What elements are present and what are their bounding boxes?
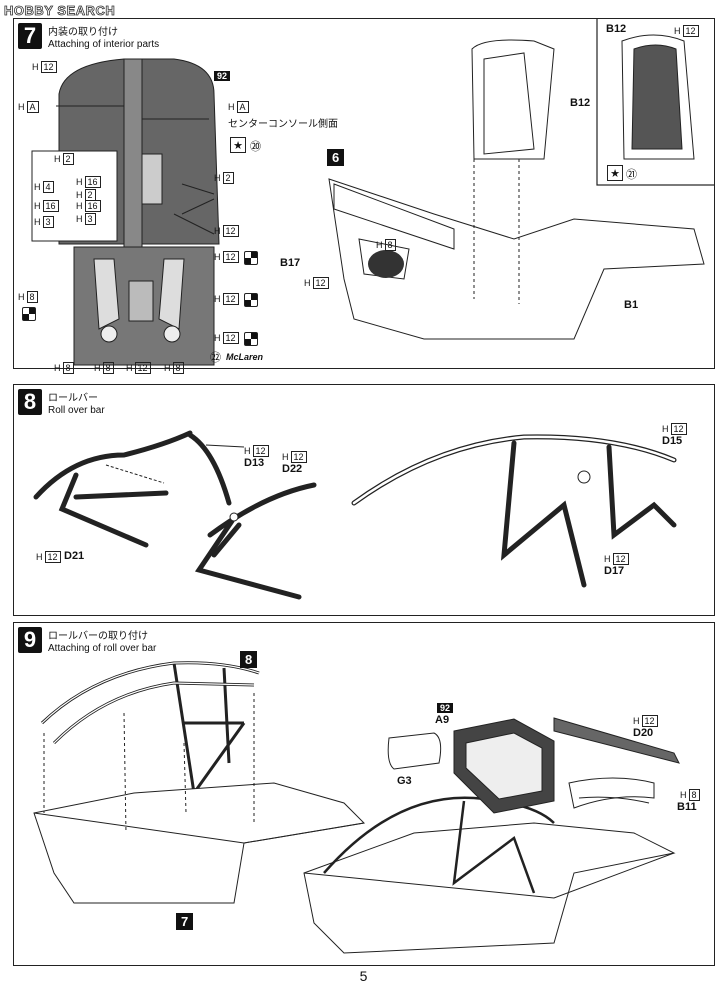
mclaren-logo: McLaren [226,352,264,362]
step-7-panel: 7 内装の取り付け Attaching of interior parts 92 [13,18,715,374]
label-d22: D22 [282,463,303,475]
step-title-en: Roll over bar [48,405,105,416]
step-title-jp: ロールバー [48,393,98,404]
label-g3: G3 [397,775,412,787]
label-b1: B1 [624,299,639,311]
label-d20: D20 [633,727,654,739]
step-9-panel: 9 ロールバーの取り付け Attaching of roll over bar [13,622,715,966]
paint-icon [244,293,258,307]
ref-step-8: 8 [240,651,258,668]
label-b12: B12 [570,97,591,109]
interior-parts-drawing [31,19,714,366]
paint-icon [244,332,258,346]
step-title-en: Attaching of roll over bar [48,643,157,654]
label-d17: D17 [604,565,625,577]
paint-ref-22: ㉒ [210,352,221,364]
paint-icon [244,251,258,265]
ref-step-6: 6 [327,149,345,166]
step-number: 8 [18,389,42,415]
roll-bar-attach-drawing [33,661,680,954]
center-console-note: センターコンソール側面 [228,119,338,130]
step-title-jp: 内装の取り付け [48,27,118,38]
label-b11: B11 [677,801,697,813]
roll-bar-parts-drawing [33,430,677,600]
label-b17: B17 [280,257,301,269]
paint-star-icon: ★ [607,165,623,181]
paint-icon [22,307,36,321]
step-number: 7 [18,23,42,49]
inset-label-b12: B12 [606,23,627,35]
ref-92: 92 [437,703,454,713]
step-title-jp: ロールバーの取り付け [48,631,148,642]
paint-star-icon: ★ [230,137,246,153]
watermark: HOBBY SEARCH [4,3,116,19]
page-number: 5 [359,968,368,984]
label-d21: D21 [64,550,85,562]
label-a9: A9 [435,714,450,726]
ref-92: 92 [214,71,231,81]
label-d15: D15 [662,435,683,447]
paint-ref-20: ⑳ [250,141,261,153]
label-d13: D13 [244,457,265,469]
step-number: 9 [18,627,42,653]
step-title-en: Attaching of interior parts [48,39,160,50]
paint-ref-21: ㉑ [626,169,637,181]
ref-step-7: 7 [176,913,194,930]
